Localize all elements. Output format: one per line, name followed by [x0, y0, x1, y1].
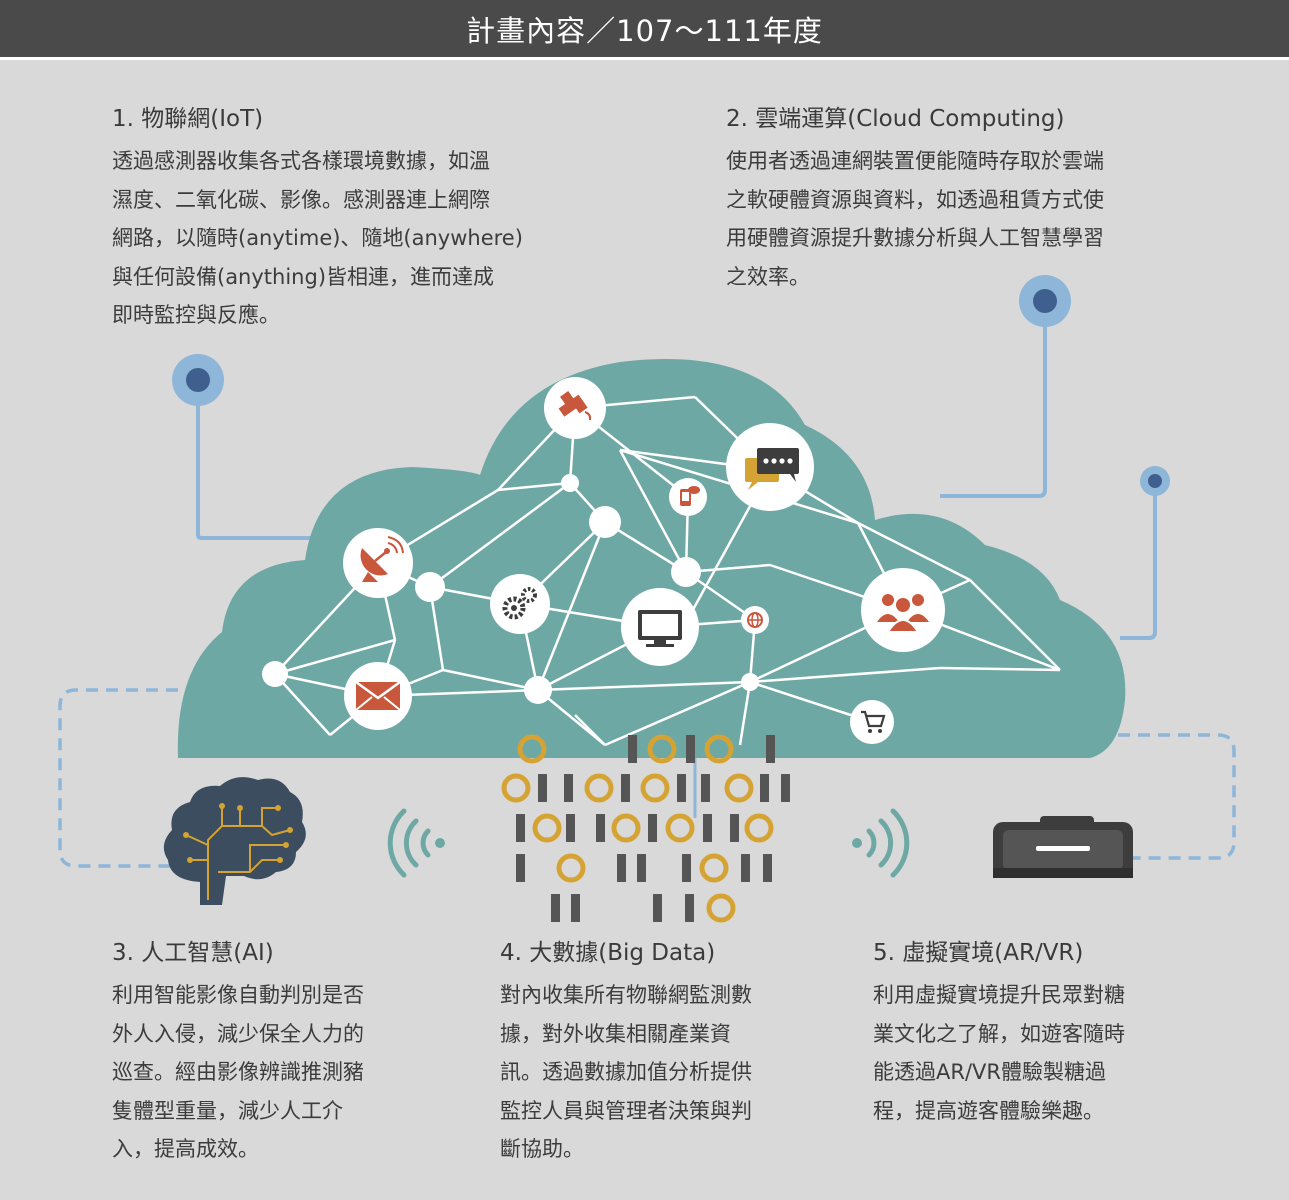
text-line: 之軟硬體資源與資料，如透過租賃方式使 [726, 187, 1104, 212]
section-title-ai: 3. 人工智慧(AI) [112, 940, 274, 966]
connector-side [1120, 482, 1157, 640]
text-line: 巡查。經由影像辨識推測豬 [112, 1060, 364, 1084]
text-line: 之效率。 [726, 264, 810, 289]
connector-iot [196, 380, 320, 540]
dashed-link-vr [1098, 733, 1236, 860]
circuit-brain-icon [163, 777, 306, 905]
text-line: 濕度、二氧化碳、影像。感測器連上網際 [112, 187, 490, 212]
text-line: 利用虛擬實境提升民眾對糖 [873, 983, 1125, 1007]
dashed-links [58, 688, 1236, 868]
section-text-iot: 透過感測器收集各式各樣環境數據，如溫 濕度、二氧化碳、影像。感測器連上網際 網路… [112, 142, 542, 335]
wireless-signal-icon [852, 808, 910, 878]
pin-node-cloud [1019, 275, 1071, 327]
mail-envelope-icon [344, 662, 412, 730]
gears-icon [490, 574, 550, 634]
section-arvr: 5. 虛擬實境(AR/VR) 利用虛擬實境提升民眾對糖 業文化之了解，如遊客隨時… [873, 936, 1173, 1130]
network-node [671, 557, 701, 587]
text-line: 據，對外收集相關產業資 [500, 1021, 731, 1046]
section-title-arvr: 5. 虛擬實境(AR/VR) [873, 940, 1084, 966]
network-node [741, 673, 759, 691]
monitor-icon [621, 588, 699, 666]
network-node [524, 676, 552, 704]
connector-lines [196, 302, 1157, 640]
network-nodes [262, 474, 759, 704]
section-iot: 1. 物聯網(IoT) 透過感測器收集各式各樣環境數據，如溫 濕度、二氧化碳、影… [112, 102, 542, 335]
vr-headset-icon [993, 816, 1133, 878]
page-header: 計畫內容／107～111年度 [0, 0, 1289, 60]
network-node [262, 661, 288, 687]
text-line: 對內收集所有物聯網監測數 [500, 983, 752, 1007]
text-line: 透過感測器收集各式各樣環境數據，如溫 [112, 149, 490, 173]
section-text-cloud: 使用者透過連網裝置便能隨時存取於雲端 之軟硬體資源與資料，如透過租賃方式使 用硬… [726, 142, 1166, 296]
section-bigdata: 4. 大數據(Big Data) 對內收集所有物聯網監測數 據，對外收集相關產業… [500, 936, 800, 1169]
text-line: 隻體型重量，減少人工介 [112, 1098, 343, 1123]
text-line: 業文化之了解，如遊客隨時 [873, 1021, 1125, 1046]
section-title-cloud: 2. 雲端運算(Cloud Computing) [726, 106, 1065, 132]
text-line: 利用智能影像自動判別是否 [112, 983, 364, 1007]
text-line: 斷協助。 [500, 1137, 584, 1161]
satellite-dish-icon [343, 528, 413, 598]
network-node [561, 474, 579, 492]
text-line: 與任何設備(anything)皆相連，進而達成 [112, 264, 495, 289]
network-node [589, 506, 621, 538]
section-text-bigdata: 對內收集所有物聯網監測數 據，對外收集相關產業資 訊。透過數據加值分析提供 監控… [500, 976, 800, 1169]
section-title-iot: 1. 物聯網(IoT) [112, 106, 264, 132]
section-title-bigdata: 4. 大數據(Big Data) [500, 940, 716, 966]
globe-icon [741, 606, 769, 634]
text-line: 外人入侵，減少保全人力的 [112, 1021, 364, 1046]
text-line: 即時監控與反應。 [112, 303, 280, 327]
text-line: 入，提高成效。 [112, 1137, 259, 1161]
pin-node-side [1140, 466, 1170, 496]
pin-node-iot [172, 354, 224, 406]
page-title: 計畫內容／107～111年度 [466, 13, 823, 48]
section-cloud: 2. 雲端運算(Cloud Computing) 使用者透過連網裝置便能隨時存取… [726, 102, 1166, 296]
section-text-ai: 利用智能影像自動判別是否 外人入侵，減少保全人力的 巡查。經由影像辨識推測豬 隻… [112, 976, 412, 1169]
text-line: 程，提高遊客體驗樂趣。 [873, 1098, 1104, 1123]
sms-phone-icon [669, 478, 707, 516]
dashed-link-ai [58, 688, 178, 868]
text-line: 能透過AR/VR體驗製糖過 [873, 1060, 1106, 1084]
network-node [415, 572, 445, 602]
text-line: 使用者透過連網裝置便能隨時存取於雲端 [726, 149, 1104, 173]
wireless-signal-icon [387, 808, 445, 878]
text-line: 監控人員與管理者決策與判 [500, 1098, 752, 1123]
text-line: 訊。透過數據加值分析提供 [500, 1060, 752, 1084]
chat-bubbles-icon [726, 423, 814, 511]
shopping-cart-icon [850, 700, 894, 744]
binary-data-icon [501, 734, 790, 923]
section-text-arvr: 利用虛擬實境提升民眾對糖 業文化之了解，如遊客隨時 能透過AR/VR體驗製糖過 … [873, 976, 1173, 1130]
section-ai: 3. 人工智慧(AI) 利用智能影像自動判別是否 外人入侵，減少保全人力的 巡查… [112, 936, 412, 1169]
satellite-icon [544, 377, 606, 439]
text-line: 網路，以隨時(anytime)、隨地(anywhere) [112, 226, 523, 250]
people-group-icon [861, 568, 945, 652]
connector-cloud [940, 302, 1047, 498]
text-line: 用硬體資源提升數據分析與人工智慧學習 [726, 226, 1104, 250]
cloud-shape [177, 359, 1126, 758]
